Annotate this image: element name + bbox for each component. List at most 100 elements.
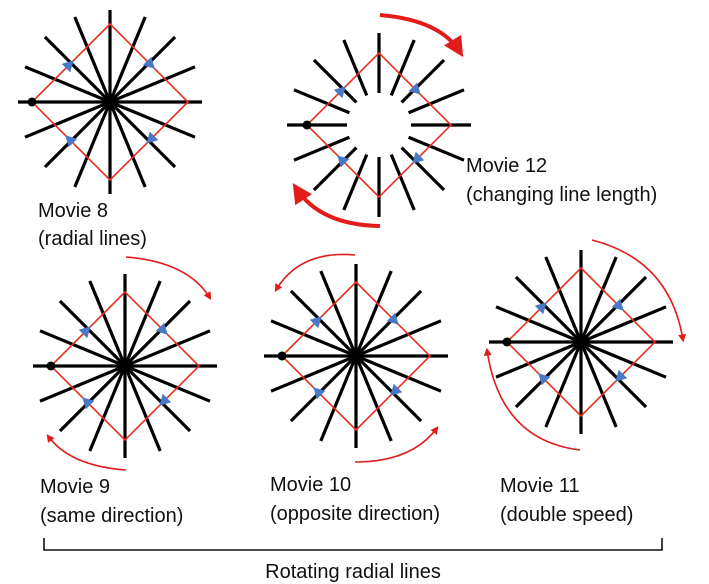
rotation-arrow-movie9-bottom	[46, 434, 127, 471]
radial-line	[123, 280, 162, 367]
radial-line	[514, 340, 583, 409]
red-square-outline	[505, 266, 657, 418]
radial-line	[354, 270, 393, 357]
blue-triangle-marker	[386, 312, 399, 325]
radial-line	[39, 364, 126, 403]
radial-line	[342, 153, 369, 211]
radial-line	[544, 341, 583, 428]
start-dot	[46, 361, 56, 371]
rotation-arrow-movie10-bottom	[354, 426, 439, 463]
blue-triangle-marker	[146, 131, 159, 144]
movie8-subtitle: (radial lines)	[38, 228, 147, 250]
radial-line	[270, 319, 357, 358]
blue-triangle-marker	[155, 322, 168, 335]
blue-triangle-marker	[333, 86, 346, 99]
footer-label: Rotating radial lines	[265, 561, 441, 583]
radial-line	[389, 153, 416, 211]
radial-line	[58, 364, 127, 433]
radial-line	[495, 305, 582, 344]
rotation-arrow-movie11-top	[591, 239, 687, 343]
radial-line	[108, 100, 177, 169]
radial-line	[88, 280, 127, 367]
movie11-stimulus	[489, 250, 673, 434]
radial-line	[108, 35, 177, 104]
radial-line	[293, 135, 351, 162]
group-bracket	[43, 538, 663, 551]
movie8-title: Movie 8	[38, 200, 108, 222]
red-square-outline	[305, 51, 453, 199]
movie8-stimulus	[18, 10, 202, 194]
radial-line	[43, 35, 112, 104]
movie12-stimulus	[287, 33, 471, 217]
radial-line	[88, 365, 127, 452]
radial-line	[579, 341, 618, 428]
blue-triangle-marker	[337, 155, 350, 168]
rotation-arrow-movie12-bottom	[292, 182, 381, 228]
movie12-title: Movie 12	[466, 155, 547, 177]
radial-line	[579, 340, 648, 409]
radial-line	[355, 354, 442, 393]
blue-triangle-marker	[538, 373, 551, 386]
movie12-subtitle: (changing line length)	[466, 184, 657, 206]
stimuli-layer	[18, 10, 673, 458]
rotation-arrows-layer	[46, 13, 687, 471]
radial-line	[400, 58, 446, 104]
radial-line	[354, 354, 423, 423]
radial-line	[24, 100, 111, 139]
radial-line	[289, 354, 358, 423]
blue-triangle-marker	[390, 383, 403, 396]
movie11-title: Movie 11	[500, 475, 580, 497]
radial-line	[270, 354, 357, 393]
blue-triangle-marker	[611, 298, 624, 311]
blue-triangle-marker	[615, 369, 628, 382]
blue-triangle-marker	[412, 151, 425, 164]
radial-line	[73, 101, 112, 188]
movie9-stimulus	[33, 274, 217, 458]
blue-triangle-marker	[309, 316, 322, 329]
radial-line	[123, 299, 192, 368]
radial-line	[580, 340, 667, 379]
radial-line	[123, 365, 162, 452]
movie10-subtitle: (opposite direction)	[270, 503, 440, 525]
radial-line	[579, 256, 618, 343]
radial-line	[400, 146, 446, 192]
movie9-title: Movie 9	[40, 476, 110, 498]
radial-line	[58, 299, 127, 368]
radial-line	[319, 270, 358, 357]
radial-line	[293, 88, 351, 115]
radial-line	[495, 340, 582, 379]
radial-line	[544, 256, 583, 343]
movie10-stimulus	[264, 264, 448, 448]
radial-line	[514, 275, 583, 344]
radial-line	[580, 305, 667, 344]
radial-line	[123, 364, 192, 433]
radial-line	[407, 88, 465, 115]
red-square-outline	[49, 290, 201, 442]
blue-triangle-marker	[78, 326, 91, 339]
radial-line	[109, 65, 196, 104]
radial-line	[342, 39, 369, 97]
radial-line	[289, 289, 358, 358]
radial-line	[124, 329, 211, 368]
radial-line	[389, 39, 416, 97]
blue-triangle-marker	[313, 387, 326, 400]
radial-line	[312, 58, 358, 104]
radial-line	[312, 146, 358, 192]
rotation-arrow-movie12-top	[379, 13, 464, 58]
radial-line	[109, 100, 196, 139]
radial-line	[108, 16, 147, 103]
blue-triangle-marker	[82, 397, 95, 410]
blue-triangle-marker	[61, 60, 74, 73]
blue-triangle-marker	[142, 56, 155, 69]
rotation-arrow-movie11-bottom	[483, 347, 581, 451]
start-dot	[27, 97, 37, 107]
movie10-title: Movie 10	[270, 474, 351, 496]
radial-line	[73, 16, 112, 103]
start-dot	[277, 351, 287, 361]
radial-line	[354, 289, 423, 358]
radial-line	[39, 329, 126, 368]
radial-line	[407, 135, 465, 162]
radial-line	[354, 355, 393, 442]
radial-line	[355, 319, 442, 358]
